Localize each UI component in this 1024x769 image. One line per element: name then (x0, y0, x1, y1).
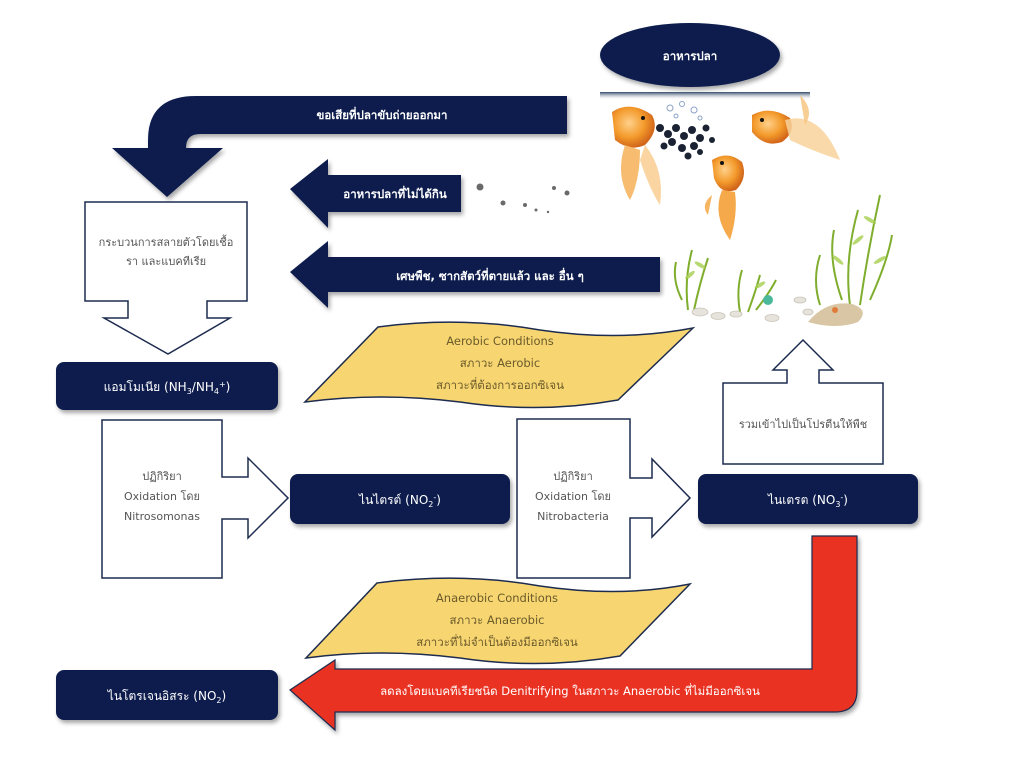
aerobic-line-1: Aerobic Conditions (446, 334, 554, 348)
debris-arrow: เศษพืช, ซากสัตว์ที่ตายแล้ว และ อื่น ๆ (290, 241, 660, 308)
goldfish-icon (808, 303, 863, 326)
debris-label: เศษพืช, ซากสัตว์ที่ตายแล้ว และ อื่น ๆ (396, 267, 584, 283)
nitrate-label: ไนเตรต (NO3-) (767, 493, 848, 509)
nitrosomonas-line-3: Nitrosomonas (124, 510, 200, 523)
fish-waste-arrow: ขอเสียที่ปลาขับถ่ายออกมา (112, 96, 567, 197)
plant-protein-label: รวมเข้าไปเป็นโปรตีนให้พืช (739, 417, 867, 431)
fish-food-node: อาหารปลา (600, 23, 780, 87)
ammonia-label: แอมโมเนีย (NH3/NH4+) (104, 380, 231, 396)
goldfish-icon (704, 155, 744, 240)
nitrate-node: ไนเตรต (NO3-) (698, 474, 918, 524)
decomposition-line-1: กระบวนการสลายตัวโดยเชื้อ (99, 234, 234, 249)
nitrobacteria-line-1: ปฏิกิริยา (553, 470, 593, 483)
fish-waste-label: ขอเสียที่ปลาขับถ่ายออกมา (317, 106, 448, 122)
scattered-pellets-icon (476, 183, 570, 214)
nitrosomonas-line-2: Oxidation โดย (124, 489, 200, 503)
pebble-icon (691, 296, 814, 322)
denitrification-arrow: ลดลงโดยแบคทีเรียชนิด Denitrifying ในสภาว… (289, 535, 858, 732)
nitrosomonas-reaction-node: ปฏิกิริยา Oxidation โดย Nitrosomonas (101, 419, 290, 579)
plant-protein-node: รวมเข้าไปเป็นโปรตีนให้พืช (722, 338, 884, 465)
nitrogen-gas-node: ไนโตรเจนอิสระ (NO2) (56, 670, 278, 720)
anaerobic-line-1: Anaerobic Conditions (436, 591, 558, 605)
aquatic-plant-icon (685, 216, 887, 289)
decomposition-node: กระบวนการสลายตัวโดยเชื้อ รา และแบคทีเรีย (84, 201, 248, 355)
uneaten-food-label: อาหารปลาที่ไม่ได้กิน (343, 185, 447, 201)
aerobic-conditions-ribbon: Aerobic Conditions สภาวะ Aerobic สภาวะที… (302, 321, 696, 409)
denitrification-label: ลดลงโดยแบคทีเรียชนิด Denitrifying ในสภาว… (380, 683, 760, 698)
nitrogen-gas-label: ไนโตรเจนอิสระ (NO2) (107, 689, 226, 705)
nitrosomonas-line-1: ปฏิกิริยา (142, 470, 182, 483)
aquarium-illustration (600, 92, 893, 326)
ammonia-node: แอมโมเนีย (NH3/NH4+) (56, 362, 278, 410)
nitrobacteria-line-2: Oxidation โดย (535, 489, 611, 503)
anaerobic-conditions-ribbon: Anaerobic Conditions สภาวะ Anaerobic สภา… (303, 577, 693, 665)
aerobic-line-3: สภาวะที่ต้องการออกซิเจน (436, 377, 564, 392)
nitrite-node: ไนไตรต์ (NO2-) (290, 474, 510, 524)
decomposition-line-2: รา และแบคทีเรีย (126, 255, 206, 268)
bubbles-icon (666, 101, 703, 121)
anaerobic-line-3: สภาวะที่ไม่จำเป็นต้องมีออกซิเจน (416, 634, 578, 649)
nitrobacteria-reaction-node: ปฏิกิริยา Oxidation โดย Nitrobacteria (516, 418, 692, 579)
goldfish-icon (752, 95, 840, 160)
water-surface (600, 92, 810, 100)
nitrite-label: ไนไตรต์ (NO2-) (358, 493, 441, 509)
aerobic-line-2: สภาวะ Aerobic (460, 356, 540, 370)
food-pellets-icon (656, 124, 715, 160)
nitrobacteria-line-3: Nitrobacteria (537, 510, 609, 523)
anemone-icon (763, 295, 773, 305)
fish-food-label: อาหารปลา (663, 49, 717, 63)
aquatic-plant-icon (673, 194, 893, 313)
anaerobic-line-2: สภาวะ Anaerobic (450, 613, 545, 627)
goldfish-icon (612, 106, 661, 205)
uneaten-food-arrow: อาหารปลาที่ไม่ได้กิน (290, 159, 461, 228)
